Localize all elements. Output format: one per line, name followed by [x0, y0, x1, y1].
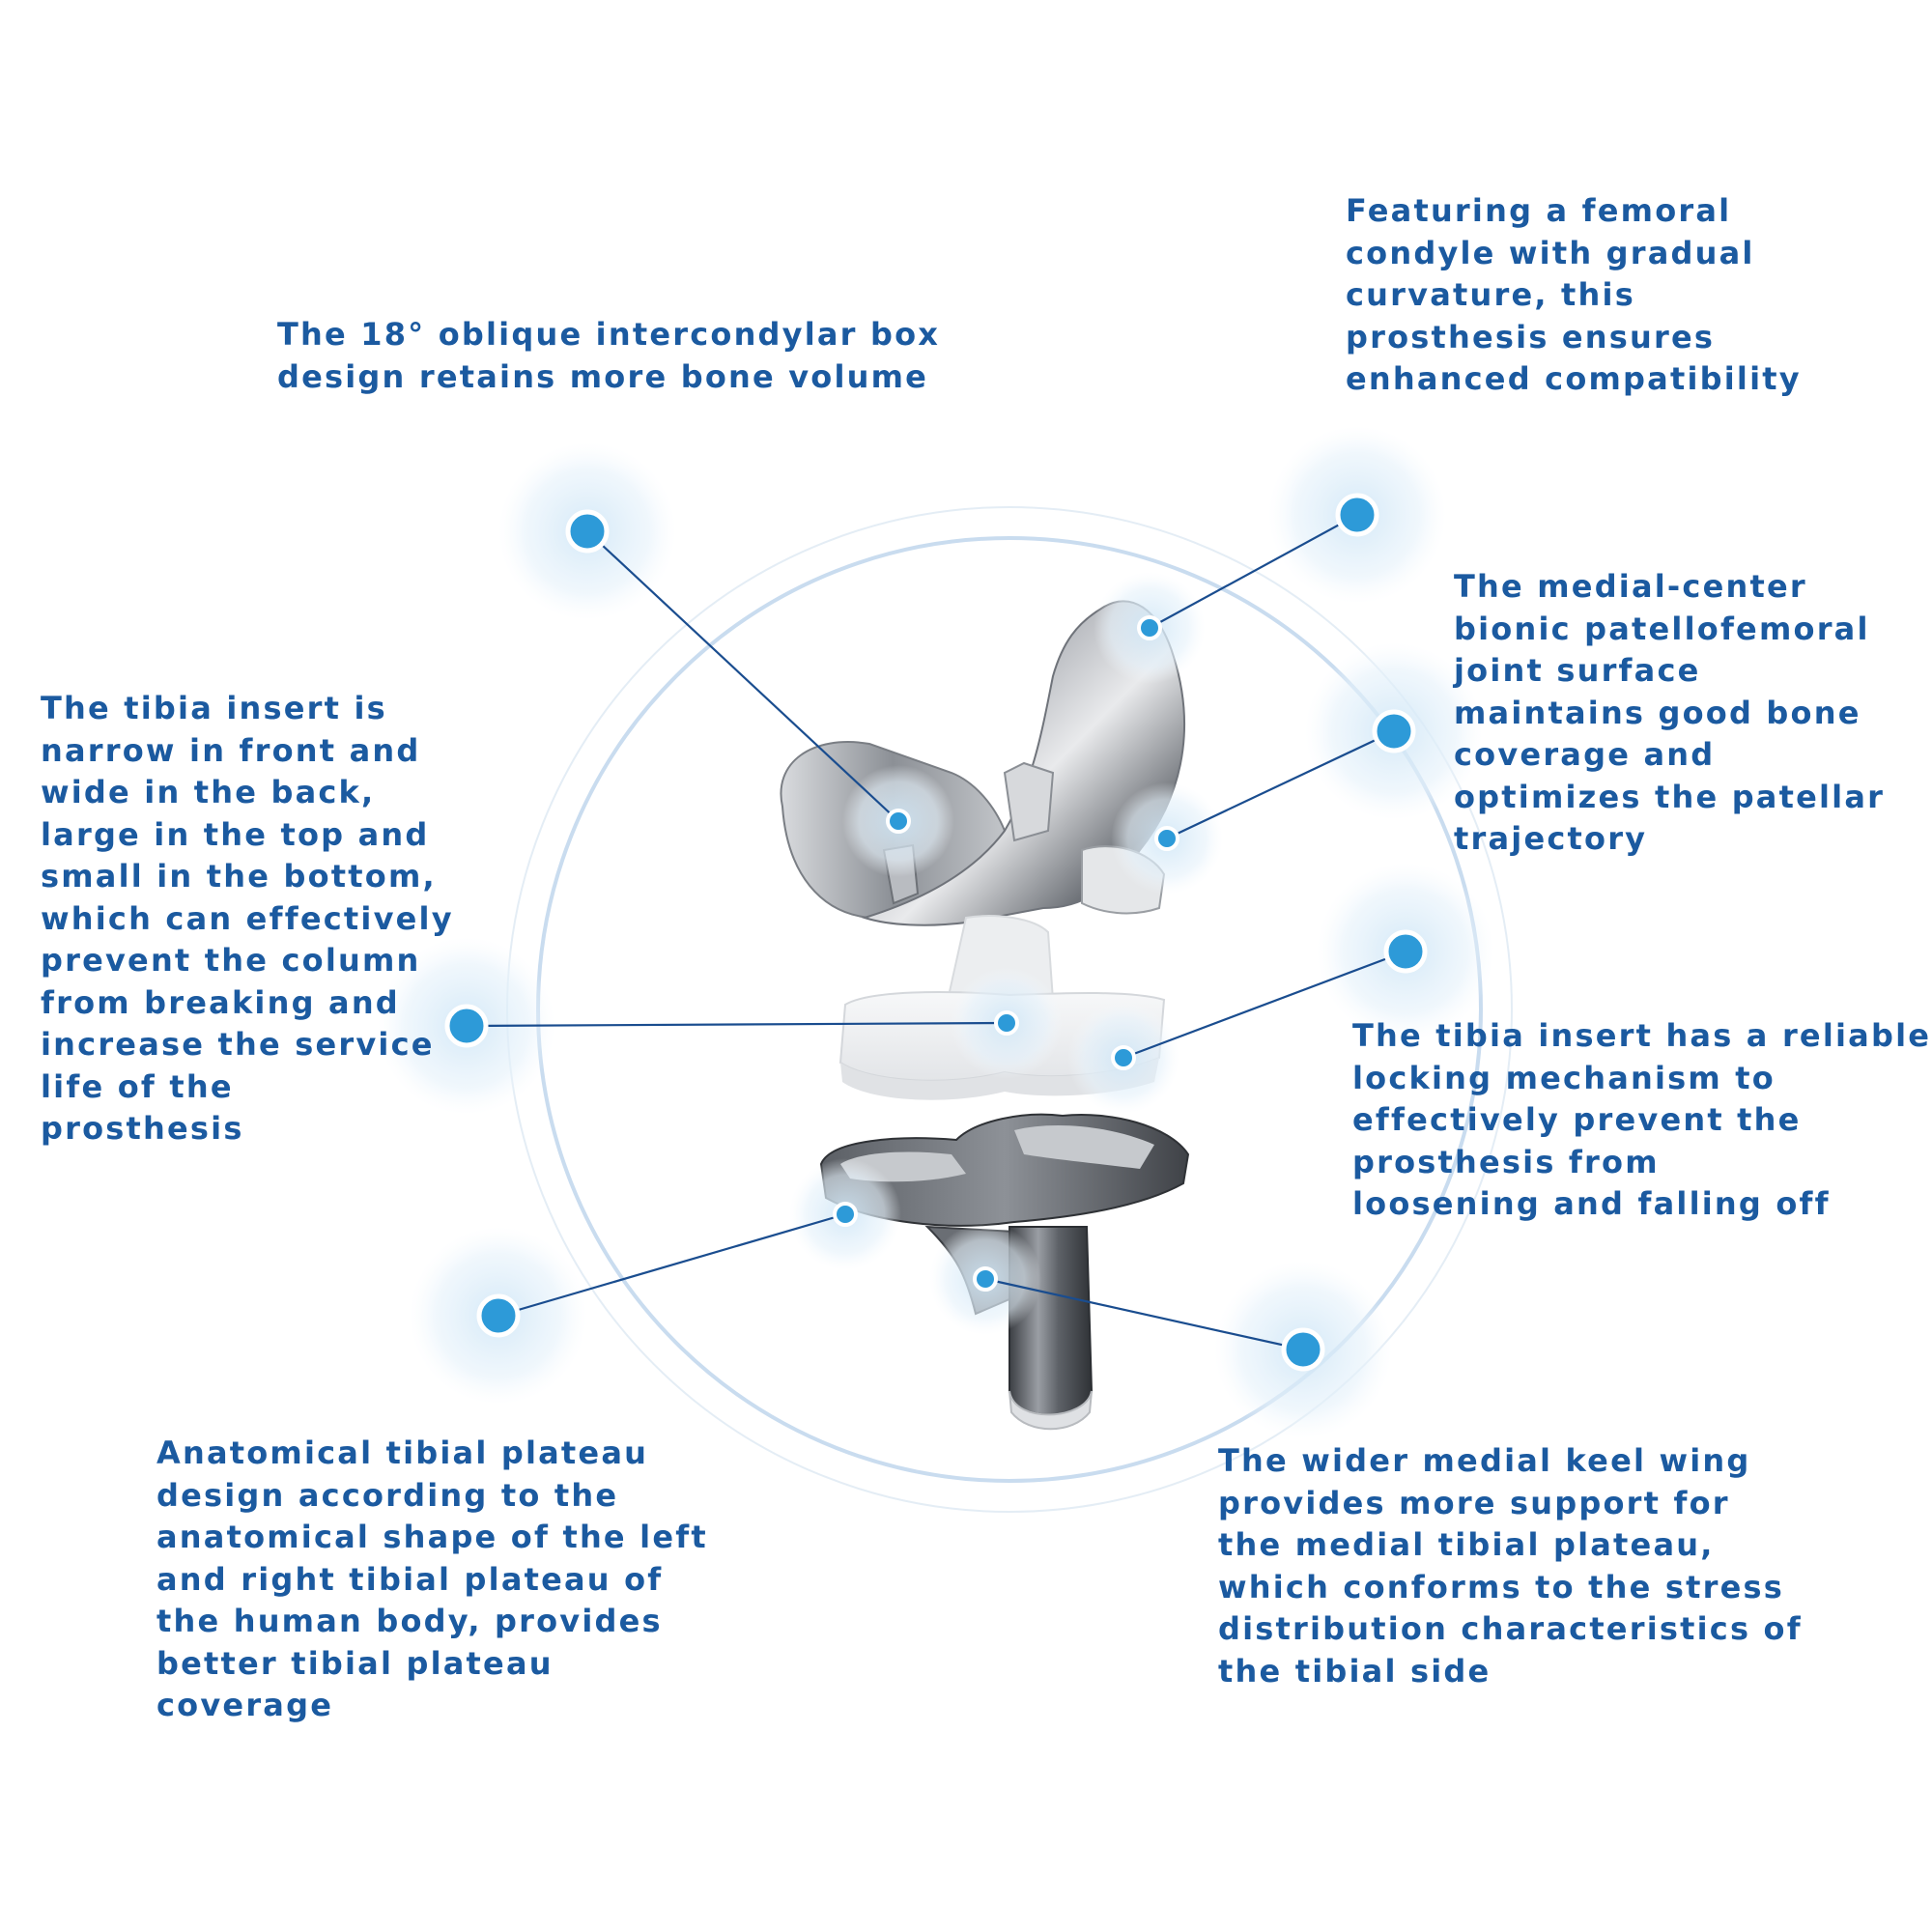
callout-line: trajectory	[1454, 820, 1648, 857]
callout-line: loosening and falling off	[1352, 1185, 1831, 1222]
callout-line: enhanced compatibility	[1346, 360, 1802, 397]
callout-line: distribution characteristics of	[1218, 1610, 1803, 1647]
callout-line: curvature, this	[1346, 276, 1635, 313]
dot-femoral-condyle	[1335, 493, 1379, 537]
callout-line: The tibia insert has a reliable	[1352, 1017, 1932, 1054]
callout-line: life of the	[41, 1067, 234, 1105]
callout-line: prosthesis from	[1352, 1143, 1660, 1180]
callout-line: optimizes the patellar	[1454, 778, 1886, 815]
callout-dots	[444, 493, 1428, 1372]
callout-line: small in the bottom,	[41, 858, 437, 895]
anchor-dot-keel-wing	[973, 1266, 998, 1292]
callout-tibia-insert-shape: The tibia insert is narrow in front and …	[41, 688, 454, 1151]
callout-line: design according to the	[156, 1476, 619, 1514]
callout-line: Featuring a femoral	[1346, 192, 1732, 229]
callout-line: locking mechanism to	[1352, 1059, 1776, 1096]
callout-line: increase the service	[41, 1026, 435, 1063]
callout-locking-mechanism: The tibia insert has a reliable locking …	[1352, 1015, 1931, 1226]
callout-line: prosthesis	[41, 1110, 244, 1147]
anchor-dot-tibial-plateau	[833, 1202, 858, 1227]
callout-line: which can effectively	[41, 899, 454, 937]
leader-lines	[466, 514, 1406, 1351]
callout-line: design retains more bone volume	[277, 357, 929, 395]
anchor-dot-locking-mechanism	[1111, 1045, 1136, 1070]
callout-line: bionic patellofemoral	[1454, 610, 1870, 647]
callout-line: the tibial side	[1218, 1652, 1492, 1690]
callout-line: maintains good bone	[1454, 694, 1861, 731]
dot-keel-wing	[1281, 1327, 1325, 1372]
callout-line: prevent the column	[41, 942, 421, 979]
callout-patellofemoral: The medial-center bionic patellofemoral …	[1454, 566, 1885, 861]
callout-line: Anatomical tibial plateau	[156, 1435, 649, 1471]
anchor-dot-tibia-insert-shape	[994, 1010, 1019, 1036]
callout-line: wide in the back,	[41, 774, 376, 810]
callout-line: effectively prevent the	[1352, 1101, 1802, 1138]
dot-locking-mechanism	[1383, 929, 1428, 974]
anchor-dot-box-design	[886, 809, 911, 834]
callout-line: narrow in front and	[41, 731, 421, 769]
callout-line: The wider medial keel wing	[1218, 1442, 1751, 1479]
callout-line: prosthesis ensures	[1346, 318, 1716, 355]
femoral-component	[780, 600, 1185, 926]
anchor-dot-patellofemoral	[1154, 826, 1179, 851]
callout-line: the human body, provides	[156, 1603, 663, 1639]
callout-tibial-plateau: Anatomical tibial plateau design accordi…	[156, 1433, 708, 1727]
leader-line-patellofemoral	[1166, 730, 1395, 839]
callout-line: and right tibial plateau of	[156, 1560, 664, 1598]
callout-line: condyle with gradual	[1346, 234, 1755, 271]
callout-line: anatomical shape of the left	[156, 1519, 708, 1555]
leader-line-box-design	[586, 530, 899, 822]
callout-line: large in the top and	[41, 815, 430, 853]
leader-line-locking-mechanism	[1122, 950, 1406, 1060]
callout-line: provides more support for	[1218, 1484, 1730, 1521]
callout-line: better tibial plateau	[156, 1644, 554, 1682]
callout-line: which conforms to the stress	[1218, 1568, 1785, 1605]
dot-box-design	[565, 509, 610, 554]
dot-tibia-insert-shape	[444, 1004, 489, 1048]
callout-line: coverage	[156, 1687, 334, 1723]
callout-line: The 18° oblique intercondylar box	[277, 316, 941, 353]
callout-femoral-condyle: Featuring a femoral condyle with gradual…	[1346, 190, 1802, 401]
leader-line-keel-wing	[984, 1277, 1304, 1351]
callout-line: The medial-center	[1454, 568, 1807, 605]
callout-keel-wing: The wider medial keel wing provides more…	[1218, 1440, 1803, 1692]
leader-line-femoral-condyle	[1149, 514, 1358, 629]
callout-line: from breaking and	[41, 983, 400, 1021]
callout-line: joint surface	[1454, 652, 1701, 689]
callout-box-design: The 18° oblique intercondylar box design…	[277, 314, 940, 398]
leader-line-tibia-insert-shape	[466, 1021, 1008, 1028]
anchor-dots	[833, 615, 1179, 1292]
dot-patellofemoral	[1372, 709, 1416, 753]
callout-line: coverage and	[1454, 736, 1716, 773]
callout-line: The tibia insert is	[41, 690, 387, 726]
callout-line: the medial tibial plateau,	[1218, 1526, 1715, 1563]
dot-tibial-plateau	[476, 1293, 521, 1338]
leader-line-tibial-plateau	[497, 1212, 846, 1318]
anchor-dot-femoral-condyle	[1137, 615, 1162, 640]
